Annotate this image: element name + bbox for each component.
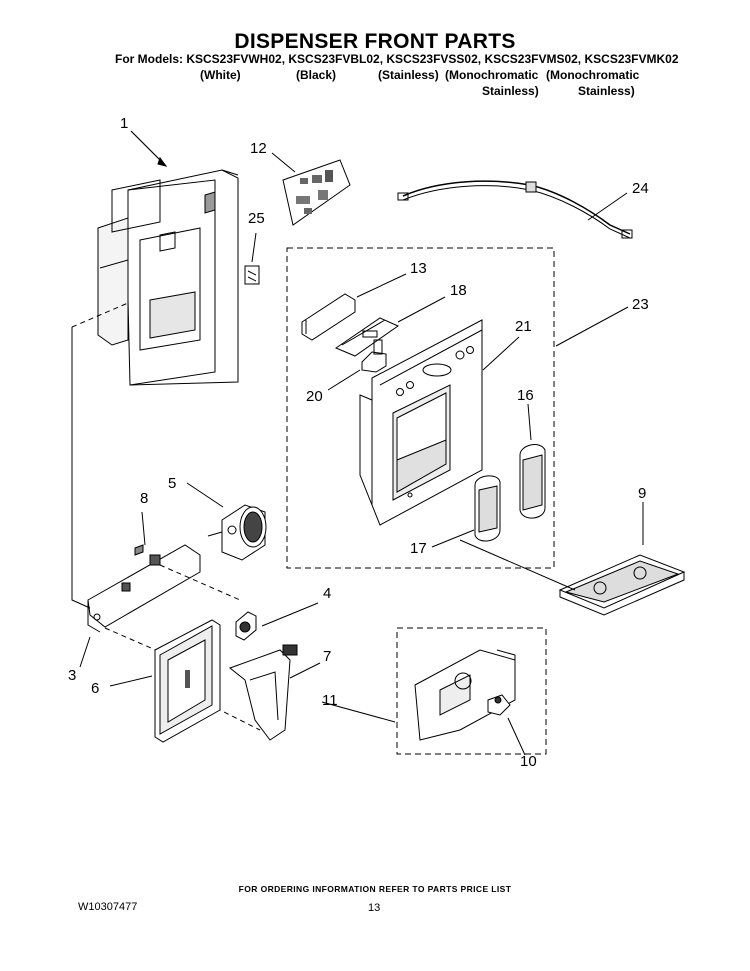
part-24-harness (397, 180, 633, 239)
callout-3: 3 (68, 667, 77, 684)
part-5-motor (207, 504, 267, 561)
page-title: DISPENSER FRONT PARTS (234, 30, 516, 53)
variant-monochromatic-2: (Monochromatic (546, 68, 640, 82)
callout-25: 25 (248, 210, 265, 227)
callout-21: 21 (515, 318, 532, 335)
callout-20: 20 (306, 388, 323, 405)
ordering-note: FOR ORDERING INFORMATION REFER TO PARTS … (238, 884, 512, 894)
part-1-housing (97, 169, 239, 386)
callout-7: 7 (323, 648, 332, 665)
variant-white: (White) (200, 68, 241, 82)
callout-18: 18 (450, 282, 467, 299)
callout-23: 23 (632, 296, 649, 313)
callout-1: 1 (120, 115, 129, 132)
variant-monochromatic-2-b: Stainless) (578, 84, 635, 98)
page-number: 13 (368, 902, 381, 914)
callout-24: 24 (632, 180, 649, 197)
callout-11: 11 (322, 692, 338, 709)
variant-monochromatic-1-b: Stainless) (482, 84, 539, 98)
part-11-tray-support (414, 649, 516, 741)
callout-13: 13 (410, 260, 427, 277)
document-number: W10307477 (78, 901, 138, 913)
part-9-tray (558, 554, 686, 616)
callout-10: 10 (520, 753, 537, 770)
part-7-lever (228, 644, 298, 741)
callout-16: 16 (517, 387, 534, 404)
models-line: For Models: KSCS23FVWH02, KSCS23FVBL02, … (115, 52, 679, 66)
part-12-board (282, 159, 351, 226)
variant-monochromatic-1: (Monochromatic (445, 68, 539, 82)
callout-4: 4 (323, 585, 332, 602)
variant-black: (Black) (296, 68, 337, 82)
callout-8: 8 (140, 490, 149, 507)
callout-6: 6 (91, 680, 100, 697)
part-21-panel (359, 319, 483, 526)
callout-17: 17 (410, 540, 427, 557)
callout-9: 9 (638, 485, 647, 502)
callout-5: 5 (168, 475, 177, 492)
variant-stainless: (Stainless) (378, 68, 439, 82)
callout-12: 12 (250, 140, 267, 157)
part-6-paddle (154, 619, 221, 743)
part-3-bracket (87, 544, 201, 633)
